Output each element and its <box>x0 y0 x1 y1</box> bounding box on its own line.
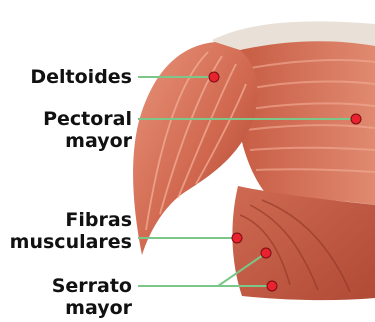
label-pectoral-mayor: Pectoral mayor <box>43 108 132 152</box>
marker-dot-serrato <box>267 281 277 291</box>
label-fibras-line2: musculares <box>10 231 132 253</box>
marker-dot-fibras <box>232 233 242 243</box>
marker-dot-pectoral <box>351 114 361 124</box>
serratus-muscle <box>232 186 375 300</box>
label-pectoral-line2: mayor <box>43 130 132 152</box>
marker-dot-deltoides <box>209 72 219 82</box>
label-serrato-line2: mayor <box>52 297 132 319</box>
label-deltoides-text: Deltoides <box>30 66 132 88</box>
label-fibras-line1: Fibras <box>10 209 132 231</box>
label-serrato-mayor: Serrato mayor <box>52 275 132 319</box>
label-deltoides: Deltoides <box>30 66 132 88</box>
marker-dot-serrato-upper <box>261 248 271 258</box>
label-fibras-musculares: Fibras musculares <box>10 209 132 253</box>
label-pectoral-line1: Pectoral <box>43 108 132 130</box>
label-serrato-line1: Serrato <box>52 275 132 297</box>
